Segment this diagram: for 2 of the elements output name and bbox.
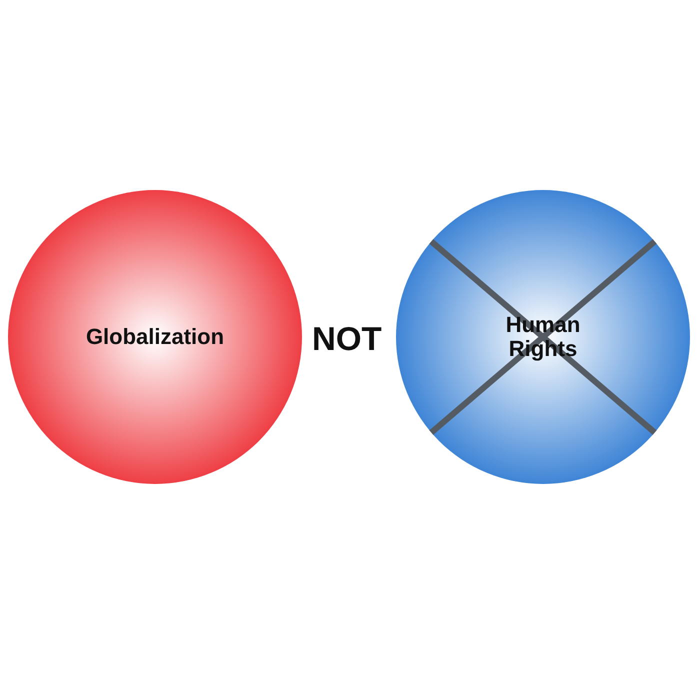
concept-label: Globalization: [86, 324, 224, 350]
connector-word: NOT: [312, 320, 382, 358]
